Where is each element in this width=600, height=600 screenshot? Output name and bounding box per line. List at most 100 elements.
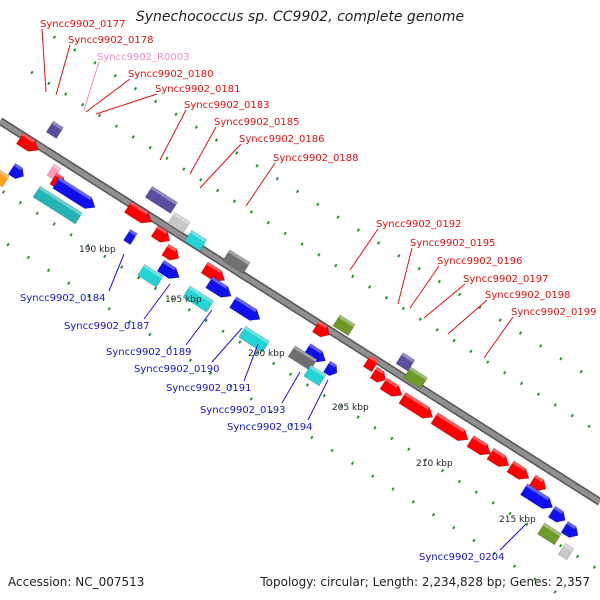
leader-line: [189, 126, 217, 175]
lower-gene-label[interactable]: Syncc9902_0193: [200, 405, 286, 416]
lower-gene-label[interactable]: Syncc9902_0187: [64, 321, 150, 332]
leader-line: [199, 143, 242, 189]
gene-0184-feature[interactable]: [52, 176, 96, 209]
gene-0188-feature[interactable]: [150, 225, 171, 243]
gene-0192-feature[interactable]: [332, 314, 356, 336]
lower-gene-label[interactable]: Syncc9902_0191: [166, 383, 252, 394]
genome-backbone: [0, 118, 600, 505]
upper-gene-label[interactable]: Syncc9902_0177: [40, 19, 126, 30]
upper-gene-label[interactable]: Syncc9902_0199: [511, 307, 597, 318]
upper-gene-label[interactable]: Syncc9902_0188: [273, 153, 359, 164]
gene-0197b-feature[interactable]: [398, 391, 434, 419]
gene-small-blue-feature[interactable]: [123, 228, 138, 245]
upper-gene-label[interactable]: Syncc9902_0178: [68, 35, 154, 46]
gene-0188d-feature[interactable]: [200, 261, 226, 282]
genome-summary-text: Topology: circular; Length: 2,234,828 bp…: [260, 575, 590, 589]
gene-0199c-feature[interactable]: [528, 474, 547, 492]
gene-0190b-feature[interactable]: [238, 325, 270, 353]
gene-0196-feature[interactable]: [403, 366, 428, 390]
leader-line: [409, 265, 440, 309]
accession-text: Accession: NC_007513: [8, 575, 145, 589]
leader-line: [211, 327, 243, 363]
gene-0186b-feature[interactable]: [184, 229, 208, 252]
gene-0196-highlight: [409, 366, 428, 381]
leader-line: [143, 283, 171, 320]
gene-0193b-feature[interactable]: [322, 360, 338, 377]
lower-gene-label[interactable]: Syncc9902_0194: [227, 422, 313, 433]
gene-0199-feature[interactable]: [486, 447, 510, 467]
gene-0183-feature[interactable]: [144, 185, 178, 214]
gene-0204d-feature[interactable]: [537, 522, 562, 546]
gene-0198b-feature[interactable]: [466, 435, 492, 456]
gene-0186b-highlight: [190, 230, 207, 243]
upper-gene-label[interactable]: Syncc9902_0181: [155, 84, 241, 95]
lower-gene-label[interactable]: Syncc9902_0184: [20, 293, 106, 304]
gene-0185-feature[interactable]: [123, 201, 152, 224]
upper-gene-label[interactable]: Syncc9902_0185: [214, 117, 300, 128]
gene-0186-feature[interactable]: [167, 212, 191, 234]
gene-0188b-highlight: [167, 244, 177, 252]
gene-0177-feature[interactable]: [45, 120, 64, 139]
lower-gene-label[interactable]: Syncc9902_0190: [134, 364, 220, 375]
outer-upper-tick-track: [52, 35, 600, 386]
gene-0189-feature[interactable]: [205, 276, 232, 298]
gene-0197-feature[interactable]: [379, 377, 403, 397]
gene-0199b-feature[interactable]: [506, 460, 530, 480]
gene-0204d-highlight: [542, 523, 562, 537]
gene-0187b-highlight: [143, 264, 164, 279]
gene-0192b-feature[interactable]: [311, 320, 330, 338]
gene-0188d-highlight: [206, 261, 222, 274]
gene-0194-feature[interactable]: [303, 364, 327, 387]
kbp-label: 215 kbp: [499, 515, 536, 525]
gene-0194-highlight: [309, 365, 327, 378]
gene-0198b-highlight: [472, 435, 488, 447]
leader-line: [499, 523, 527, 551]
gene-small-blue-highlight: [128, 229, 138, 237]
gene-0204c-feature[interactable]: [560, 520, 579, 538]
gene-0184b-feature[interactable]: [32, 185, 83, 225]
gene-0195b-feature[interactable]: [362, 355, 380, 373]
gene-0190-highlight: [234, 296, 257, 313]
gene-0189b-feature[interactable]: [182, 285, 214, 313]
gene-0189b-highlight: [188, 286, 214, 304]
leader-line: [307, 379, 329, 421]
gene-0195b-highlight: [368, 355, 379, 364]
gene-0195-feature[interactable]: [395, 352, 416, 372]
leader-line: [349, 228, 379, 271]
gene-0196b-feature[interactable]: [369, 366, 386, 383]
upper-gene-label[interactable]: Syncc9902_0198: [485, 290, 571, 301]
leader-line: [83, 61, 100, 111]
lower-gene-label[interactable]: Syncc9902_0204: [419, 552, 505, 563]
gene-0199-highlight: [492, 448, 506, 459]
kbp-label: 190 kbp: [79, 245, 116, 255]
gene-0204a-feature[interactable]: [520, 483, 554, 509]
upper-gene-label[interactable]: Syncc9902_0186: [239, 134, 325, 145]
gene-0188c-feature[interactable]: [222, 249, 251, 274]
gene-0199b-highlight: [512, 460, 526, 471]
gene-0178-feature[interactable]: [15, 132, 39, 152]
upper-gene-label[interactable]: Syncc9902_0195: [410, 238, 496, 249]
upper-gene-label[interactable]: Syncc9902_0196: [437, 256, 523, 267]
upper-gene-label[interactable]: Syncc9902_R0003: [97, 52, 189, 63]
lower-tick-track: [0, 187, 600, 573]
gene-0204b-feature[interactable]: [547, 505, 566, 523]
upper-gene-label[interactable]: Syncc9902_0197: [463, 274, 549, 285]
gene-0187-feature[interactable]: [156, 259, 180, 279]
gene-0187-highlight: [162, 260, 177, 271]
upper-gene-label[interactable]: Syncc9902_0180: [128, 69, 214, 80]
gene-0198-feature[interactable]: [430, 412, 469, 442]
gene-left-orange-feature[interactable]: [0, 167, 10, 188]
leader-line: [447, 299, 488, 335]
gene-left-blue-feature[interactable]: [7, 162, 24, 180]
lower-gene-label[interactable]: Syncc9902_0189: [106, 347, 192, 358]
upper-gene-label[interactable]: Syncc9902_0183: [184, 100, 270, 111]
gene-0184b-highlight: [38, 186, 83, 216]
gene-0188b-feature[interactable]: [161, 243, 180, 261]
gene-0190-feature[interactable]: [229, 296, 261, 321]
upper-gene-label[interactable]: Syncc9902_0192: [376, 219, 462, 230]
gene-edge-feature[interactable]: [557, 542, 575, 561]
gene-0189-highlight: [211, 276, 228, 289]
gene-0187b-feature[interactable]: [137, 263, 164, 288]
leader-line: [243, 343, 259, 382]
